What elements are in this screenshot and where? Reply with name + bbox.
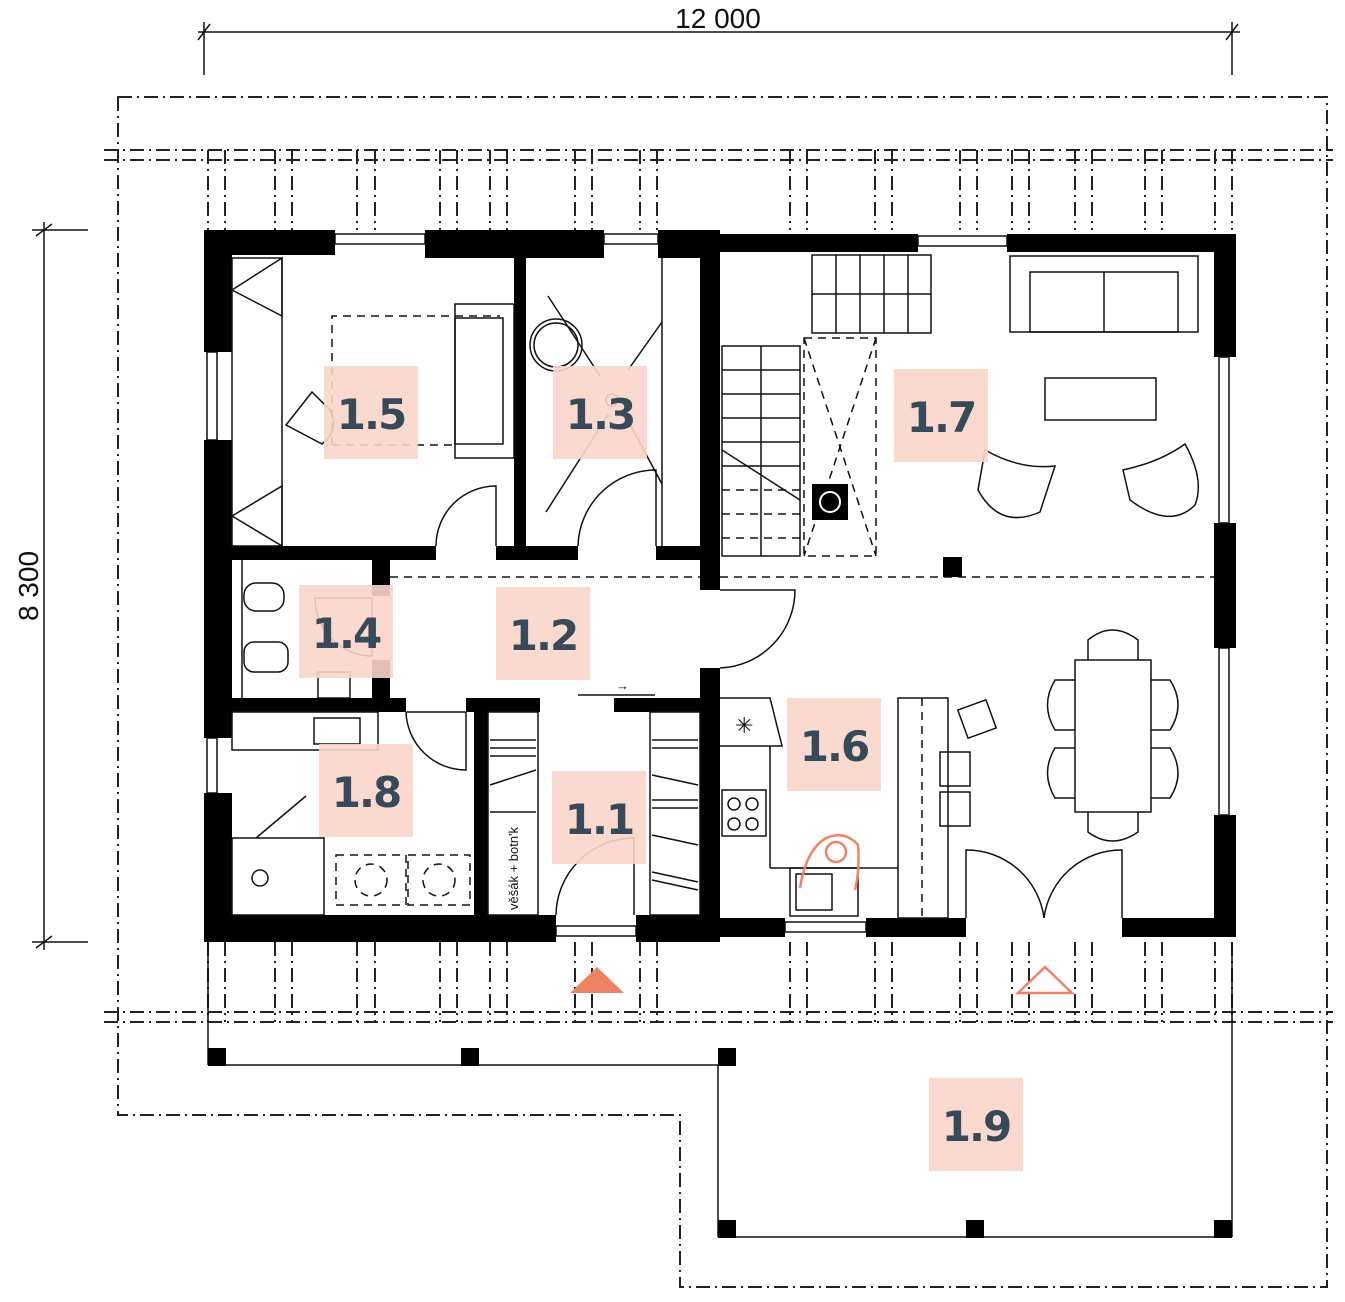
room-label-background xyxy=(929,1078,1023,1171)
room-label-background xyxy=(787,698,881,791)
main-entrance-icon xyxy=(570,967,624,993)
depth-dimension: 8 300 xyxy=(13,222,88,950)
room-number: 1.6 xyxy=(800,722,868,771)
room-label-1-2: 1.2 xyxy=(496,587,590,680)
room-label-background xyxy=(319,744,413,837)
direction-arrow-icon: → xyxy=(616,678,629,693)
room-label-background xyxy=(299,585,393,678)
width-dimension-label: 12 000 xyxy=(675,3,761,34)
room-label-1-6: 1.6 xyxy=(787,698,881,791)
room-label-1-3: 1.3 xyxy=(553,366,647,459)
terrace xyxy=(207,942,1233,1238)
room-number: 1.8 xyxy=(332,768,400,817)
walls xyxy=(204,230,1236,942)
room-labels: 1.1 1.2 1.3 1.4 1.5 1.6 1.7 1.8 1.9 xyxy=(299,366,1023,1171)
room-label-1-9: 1.9 xyxy=(929,1078,1023,1171)
room-label-1-7: 1.7 xyxy=(894,369,988,462)
room-label-background xyxy=(894,369,988,462)
interior-details: věšák + botn'k → xyxy=(231,254,1214,919)
terrace-entrance-icon xyxy=(1014,965,1076,995)
room-number: 1.9 xyxy=(942,1102,1010,1151)
room-label-background xyxy=(496,587,590,680)
roof-outline xyxy=(117,96,1328,1288)
room-number: 1.4 xyxy=(312,609,381,658)
room-label-1-5: 1.5 xyxy=(324,366,418,459)
room-label-background xyxy=(552,771,646,864)
wardrobe-note: věšák + botn'k xyxy=(506,826,521,910)
room-label-1-8: 1.8 xyxy=(319,744,413,837)
room-label-background xyxy=(553,366,647,459)
room-number: 1.2 xyxy=(509,611,577,660)
room-number: 1.1 xyxy=(565,795,633,844)
width-dimension: 12 000 xyxy=(197,3,1240,75)
extractor-icon: ✳ xyxy=(735,713,753,738)
room-label-background xyxy=(324,366,418,459)
room-label-1-4: 1.4 xyxy=(299,585,393,678)
room-number: 1.7 xyxy=(907,393,975,442)
room-number: 1.5 xyxy=(337,390,405,439)
room-number: 1.3 xyxy=(566,390,634,439)
eaves-lines xyxy=(104,149,1333,1023)
depth-dimension-label: 8 300 xyxy=(13,551,44,621)
stove-icon xyxy=(812,484,848,520)
room-label-1-1: 1.1 xyxy=(552,771,646,864)
